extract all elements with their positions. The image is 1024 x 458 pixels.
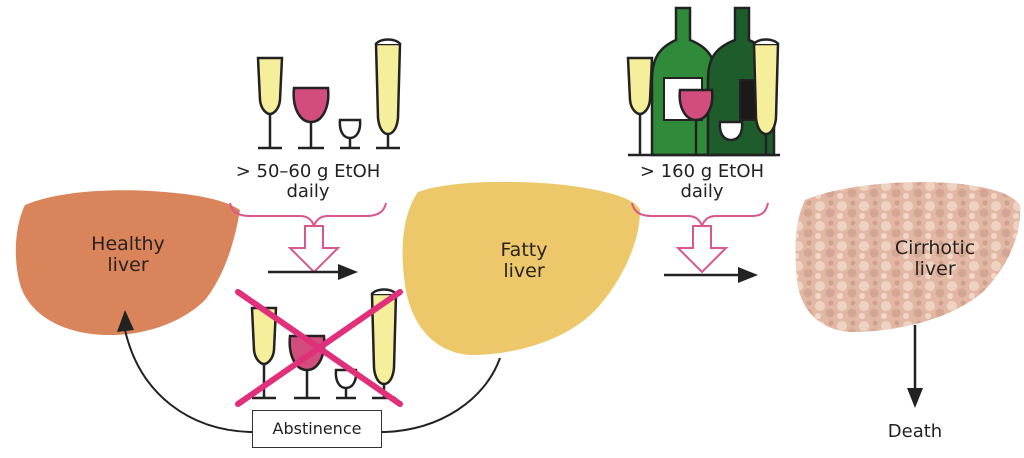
heavy-down-arrow-icon — [675, 225, 729, 274]
fatty-liver-label-line2: liver — [503, 260, 545, 283]
moderate-dose-line1: > 50–60 g EtOH — [235, 161, 381, 182]
fatty-liver-label-line1: Fatty — [500, 239, 548, 261]
heavy-brace-icon — [631, 202, 769, 230]
fatty-liver-label: Fatty liver — [474, 239, 574, 283]
cross-icon — [235, 289, 403, 407]
abstinence-box: Abstinence — [252, 410, 382, 448]
healthy-liver-label-line2: liver — [107, 254, 149, 277]
cirrhotic-to-death-arrow-icon — [907, 325, 923, 408]
moderate-dose-label: > 50–60 g EtOH daily — [226, 161, 390, 203]
cirrhotic-liver-label-line2: liver — [914, 258, 956, 281]
moderate-brace-icon — [229, 202, 387, 230]
moderate-drinks-icon — [256, 38, 402, 150]
abstinence-drinks-icon — [250, 288, 398, 400]
heavy-dose-line2: daily — [680, 181, 724, 203]
return-arrowhead-icon — [117, 310, 134, 332]
abstinence-return-curve — [124, 329, 501, 433]
healthy-to-fatty-arrow-icon — [268, 264, 358, 280]
death-label: Death — [887, 421, 943, 442]
healthy-liver-label: Healthy liver — [78, 233, 178, 277]
cirrhotic-liver-label-line1: Cirrhotic — [894, 237, 976, 259]
heavy-drinks-icon — [626, 6, 780, 157]
heavy-dose-label: > 160 g EtOH daily — [630, 161, 774, 203]
fatty-to-cirrhotic-arrow-icon — [664, 267, 758, 283]
healthy-liver-label-line1: Healthy — [91, 233, 165, 255]
healthy-liver-shape — [15, 190, 241, 335]
cirrhotic-liver-nodules — [795, 182, 1021, 332]
fatty-liver-shape — [402, 181, 640, 355]
moderate-down-arrow-icon — [287, 225, 341, 274]
cirrhotic-liver-label: Cirrhotic liver — [880, 237, 990, 281]
moderate-dose-line2: daily — [286, 181, 330, 203]
heavy-dose-line1: > 160 g EtOH — [639, 161, 765, 182]
